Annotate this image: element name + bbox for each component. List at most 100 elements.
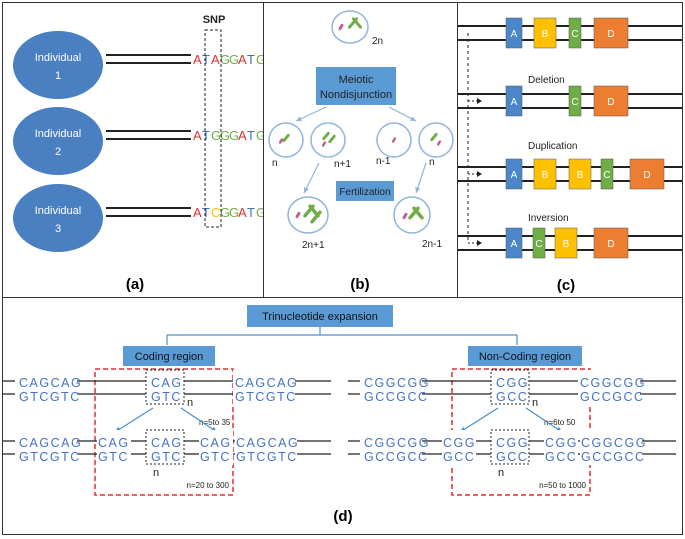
gene-segment-label: A: [511, 239, 518, 250]
gene-segment: [533, 158, 557, 190]
chromosome-pink: [437, 140, 441, 146]
expansion-arrow: [180, 407, 218, 433]
sequence-base: G: [220, 52, 230, 67]
sequence-top: CGGCGG: [581, 436, 647, 450]
meiotic-label: Nondisjunction: [320, 89, 392, 101]
repeat-top: CGG: [443, 436, 476, 450]
gamete-cell: [310, 122, 346, 158]
repeat-bottom: GCC: [443, 450, 475, 464]
sequence-base: G: [229, 52, 239, 67]
sequence-base: A: [193, 205, 202, 220]
gene-segment-label: B: [542, 170, 549, 181]
mutation-title: Duplication: [528, 141, 577, 152]
sequence-base: T: [202, 128, 210, 143]
sequence-top: CGGCGG: [364, 376, 430, 390]
sequence-base: A: [193, 128, 202, 143]
gene-segment: [593, 227, 629, 259]
connector-arrowhead: [477, 240, 482, 246]
individual-label: Individual: [35, 52, 81, 64]
repeat-top: CAG: [200, 436, 232, 450]
region-title-box: [123, 346, 215, 366]
repeat-top: CGG: [496, 376, 529, 390]
individual-circle: [13, 31, 103, 99]
sequence-base: T: [202, 205, 210, 220]
gene-segment: [505, 17, 523, 49]
chromosome-green: [282, 133, 290, 143]
repeat-box: [490, 369, 530, 405]
sequence-top: CGGCGG: [580, 376, 646, 390]
panel-b-label: (b): [350, 276, 369, 293]
repeat-range: n=6to 50: [544, 418, 576, 427]
gene-segment: [505, 85, 523, 117]
fertilization-box: [336, 181, 394, 201]
gene-segment-label: B: [563, 239, 570, 250]
chromosome-pink: [295, 211, 301, 219]
sequence-top: CGGCGG: [364, 436, 430, 450]
gene-segment-label: C: [571, 29, 578, 40]
meiotic-left-arrow-head: [296, 116, 302, 122]
cell-label-n: n: [272, 158, 278, 169]
text-bg: [580, 451, 642, 465]
individual-number: 2: [55, 146, 61, 158]
chromosome-pink: [279, 138, 283, 144]
sequence-base: C: [211, 205, 220, 220]
gene-segment: [554, 227, 578, 259]
gene-segment: [629, 158, 665, 190]
sequence-bottom: GCCGCC: [364, 450, 429, 464]
repeat-bottom: GCC: [496, 390, 528, 404]
meiotic-right-arrow-head: [410, 116, 416, 121]
mutation-title: Deletion: [528, 75, 565, 86]
fertilization-left-arrow-head: [304, 187, 309, 193]
region-title-box: [468, 346, 582, 366]
repeat-n: n: [532, 397, 538, 409]
gene-segment: [568, 17, 582, 49]
repeat-top: CGG: [545, 436, 578, 450]
chromosome-green: [310, 210, 322, 224]
repeat-range: n=50 to 1000: [539, 481, 586, 490]
gene-segment-label: D: [607, 239, 614, 250]
individual-label: Individual: [35, 205, 81, 217]
repeat-range: n=20 to 300: [187, 481, 230, 490]
sequence-top: CAGCAG: [236, 436, 299, 450]
sequence-base: A: [238, 52, 247, 67]
sequence-base: T: [202, 52, 210, 67]
gene-segment-label: A: [511, 170, 518, 181]
panel-c-label: (c): [557, 277, 575, 294]
repeat-n: n: [187, 397, 193, 409]
repeat-top: CAG: [151, 376, 183, 390]
repeat-bottom: GTC: [200, 450, 231, 464]
individual-number: 3: [55, 223, 61, 235]
text-bg: [15, 451, 77, 465]
text-bg: [199, 451, 233, 465]
sequence-base: T: [247, 52, 255, 67]
sequence-base: G: [256, 52, 263, 67]
repeat-box: [145, 369, 185, 405]
repeat-n: n: [498, 467, 504, 479]
text-bg: [442, 451, 476, 465]
zygote-cell: [287, 196, 329, 234]
text-bg: [235, 451, 297, 465]
repeat-top: CGG: [496, 436, 529, 450]
repeat-range: n=5to 35: [199, 418, 231, 427]
expansion-arrow: [525, 407, 563, 433]
text-bg: [97, 451, 131, 465]
sequence-base: G: [256, 205, 263, 220]
chromosome-green: [322, 131, 330, 141]
title-box: [247, 305, 393, 327]
sequence-bottom: GCCGCC: [580, 390, 645, 404]
chromosome-green: [430, 132, 438, 142]
repeat-bottom: GCC: [545, 450, 577, 464]
sequence-bottom: GCCGCC: [364, 390, 429, 404]
chromosome-pink: [402, 212, 408, 220]
gene-segment: [505, 227, 523, 259]
sequence-bottom: GCCGCC: [581, 450, 646, 464]
sequence-top: CAGCAG: [19, 436, 82, 450]
panel-a-label: (a): [126, 276, 144, 293]
text-bg: [360, 451, 422, 465]
gene-segment: [568, 158, 592, 190]
sequence-base: T: [247, 205, 255, 220]
